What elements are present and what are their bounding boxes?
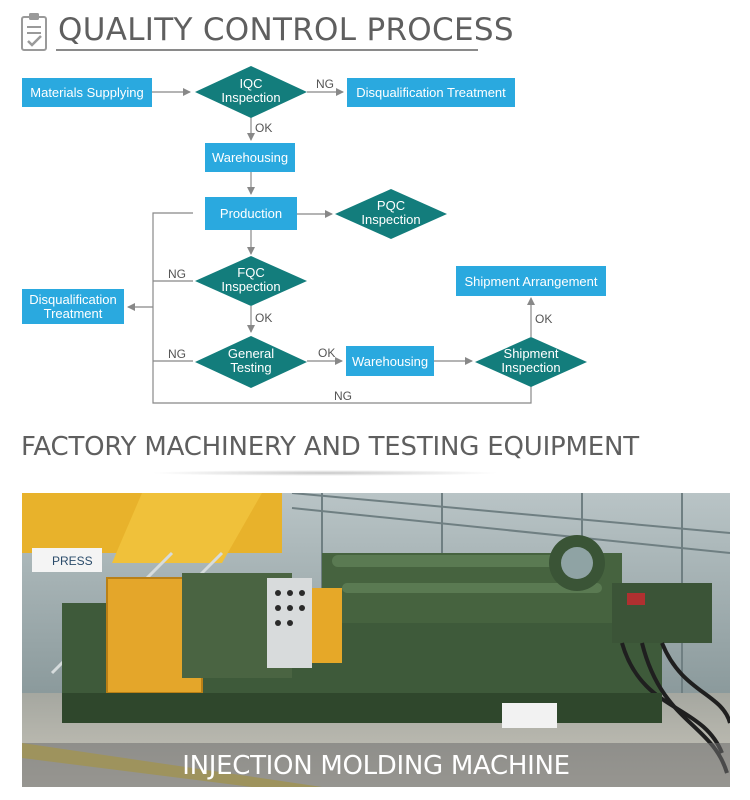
label-fqc-1: FQC <box>237 265 264 280</box>
node-warehousing-2 <box>346 346 434 376</box>
label-production: Production <box>220 206 282 221</box>
label-disq-left-2: Treatment <box>44 306 103 321</box>
quality-control-flowchart: Materials Supplying IQC Inspection Disqu… <box>0 58 750 418</box>
title-underline <box>56 49 478 51</box>
machine-photo: PRESS INJECTION <box>22 493 730 787</box>
label-iqc-2: Inspection <box>221 90 280 105</box>
label-pqc-2: Inspection <box>361 212 420 227</box>
label-shipment-arrangement: Shipment Arrangement <box>465 274 598 289</box>
edge-label-ng-bottom: NG <box>334 389 352 403</box>
page-title: QUALITY CONTROL PROCESS <box>58 12 514 48</box>
sign-text: PRESS <box>52 554 93 568</box>
label-iqc-1: IQC <box>239 76 262 91</box>
label-disq-top: Disqualification Treatment <box>356 85 506 100</box>
edge-label-ng-iqc: NG <box>316 77 334 91</box>
node-disqualification-left <box>22 289 124 324</box>
node-shipment-inspection <box>475 337 587 387</box>
node-general-testing <box>195 336 307 388</box>
label-disq-left-1: Disqualification <box>29 292 116 307</box>
edge-label-ng-fqc: NG <box>168 267 186 281</box>
section-title: FACTORY MACHINERY AND TESTING EQUIPMENT <box>21 432 639 462</box>
edge-production-ng-loop <box>152 212 532 404</box>
label-warehousing-1: Warehousing <box>212 150 288 165</box>
section-title-shadow <box>150 470 500 476</box>
edge-label-ok-iqc: OK <box>255 121 272 135</box>
label-materials: Materials Supplying <box>30 85 143 100</box>
node-warehousing-1 <box>205 143 295 172</box>
caption-band <box>22 743 730 787</box>
edge-label-ok-fqc: OK <box>255 311 272 325</box>
label-warehousing-2: Warehousing <box>352 354 428 369</box>
node-pqc-inspection <box>335 189 447 239</box>
label-fqc-2: Inspection <box>221 279 280 294</box>
node-fqc-inspection <box>195 256 307 306</box>
edge-label-ng-general: NG <box>168 347 186 361</box>
photo-caption: INJECTION MOLDING MACHINE <box>182 751 570 781</box>
edge-label-ok-shipment: OK <box>535 312 552 326</box>
label-general-2: Testing <box>230 360 271 375</box>
label-shipment-insp-1: Shipment <box>504 346 559 361</box>
label-shipment-insp-2: Inspection <box>501 360 560 375</box>
node-iqc-inspection <box>195 66 307 118</box>
node-materials-supplying <box>22 78 152 107</box>
checklist-clipboard-icon <box>21 13 47 51</box>
node-disqualification-top <box>347 78 515 107</box>
label-pqc-1: PQC <box>377 198 405 213</box>
label-general-1: General <box>228 346 274 361</box>
node-production <box>205 197 297 230</box>
edge-label-ok-general: OK <box>318 346 335 360</box>
node-shipment-arrangement <box>456 266 606 296</box>
